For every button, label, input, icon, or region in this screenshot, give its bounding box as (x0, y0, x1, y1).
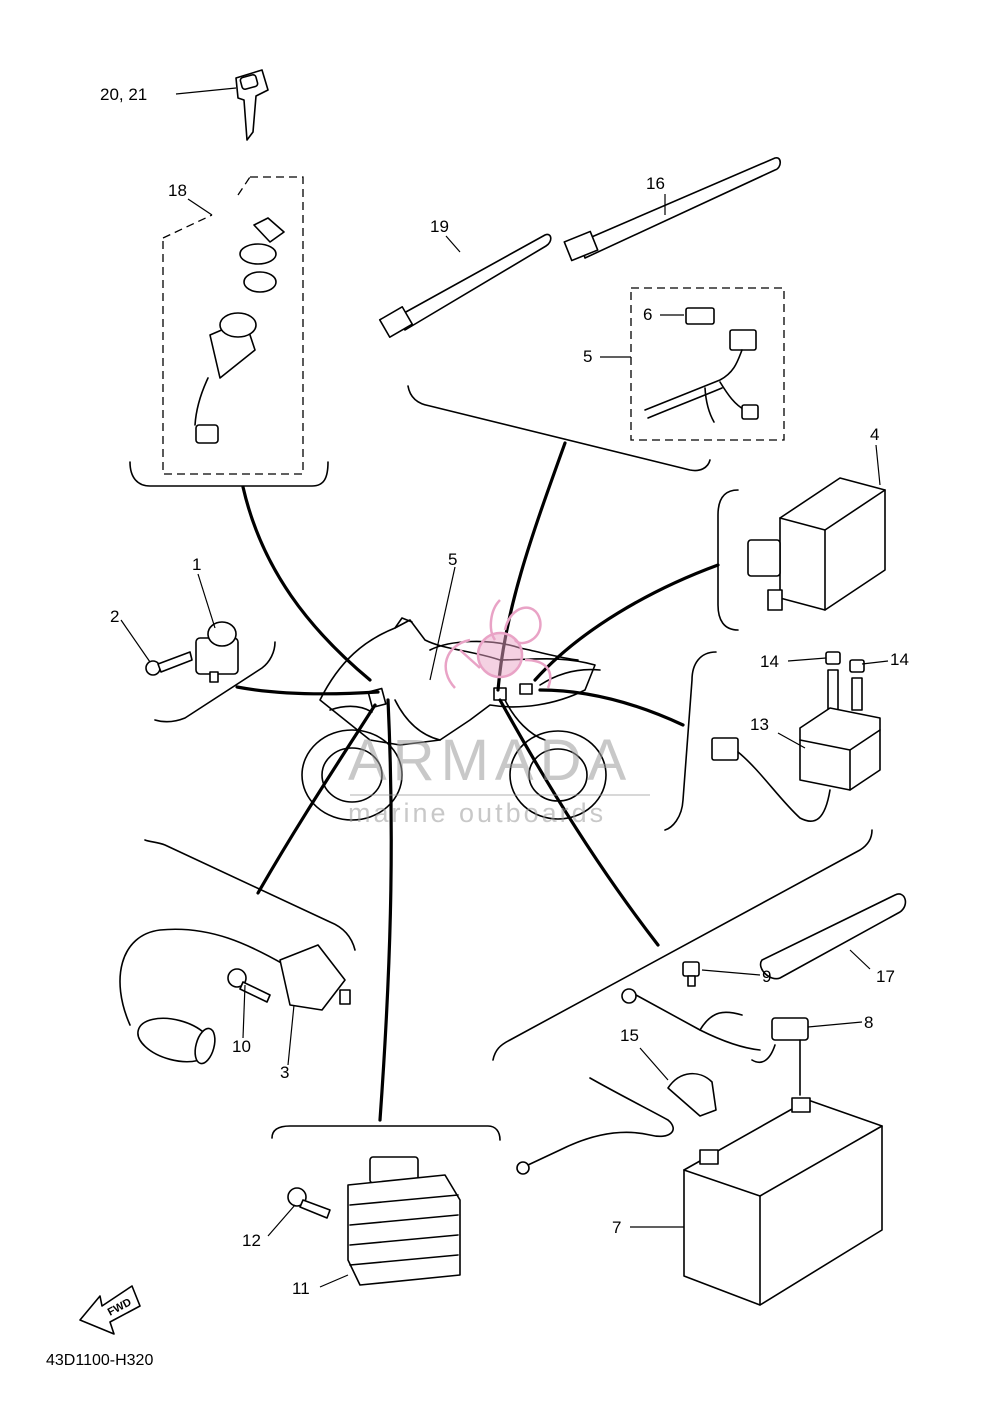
cable-tie-19 (378, 233, 552, 338)
minus-lead-part (516, 1072, 717, 1175)
callout-16: 16 (646, 174, 665, 193)
callout-14-right: 14 (890, 650, 909, 669)
rectifier-part (347, 1156, 461, 1286)
callout-labels: 20, 21 18 19 16 6 5 4 1 2 5 14 14 13 17 … (100, 85, 909, 1298)
callout-11: 11 (292, 1279, 310, 1298)
callout-5-kit: 5 (583, 347, 592, 366)
bolt-part-12 (287, 1187, 331, 1219)
callout-12: 12 (242, 1231, 261, 1250)
callout-3: 3 (280, 1063, 289, 1082)
battery-part (683, 1097, 883, 1306)
callout-18: 18 (168, 181, 187, 200)
group-brackets (129, 385, 873, 1141)
watermark-tagline: marine outboards (348, 798, 606, 828)
watermark: ARMADA marine outboards (348, 599, 650, 828)
relay-part (747, 477, 886, 611)
callout-2: 2 (110, 607, 119, 626)
callout-17: 17 (876, 967, 895, 986)
kit-boxes (162, 176, 785, 475)
screw-part-2 (145, 651, 193, 676)
watermark-logo (444, 599, 552, 689)
callout-8: 8 (864, 1013, 873, 1032)
callout-4: 4 (870, 425, 879, 444)
diagram-reference-code: 43D1100-H320 (46, 1352, 153, 1369)
callout-19: 19 (430, 217, 449, 236)
starter-relay-part (711, 651, 881, 823)
callout-15: 15 (620, 1026, 639, 1045)
bolt-part-10 (227, 968, 271, 1003)
callout-1: 1 (192, 555, 201, 574)
callout-20-21: 20, 21 (100, 85, 147, 104)
battery-band-part (759, 893, 907, 980)
callout-7: 7 (612, 1218, 621, 1237)
key-part (235, 69, 269, 141)
main-switch-part (194, 217, 285, 444)
fwd-arrow-icon: FWD (79, 1285, 141, 1335)
switch-part-1 (195, 621, 239, 683)
callout-10: 10 (232, 1037, 251, 1056)
cable-tie-16 (563, 157, 782, 262)
callout-6: 6 (643, 305, 652, 324)
sub-lead-part (644, 307, 759, 423)
ignition-coil-part (119, 928, 351, 1065)
callout-9: 9 (762, 967, 771, 986)
callout-14-left: 14 (760, 652, 779, 671)
bolt-part-9 (682, 961, 700, 987)
leader-lines (120, 87, 889, 1288)
battery-lead-part (621, 988, 809, 1096)
watermark-brand: ARMADA (348, 728, 632, 793)
callout-13: 13 (750, 715, 769, 734)
callout-5-harness: 5 (448, 550, 457, 569)
